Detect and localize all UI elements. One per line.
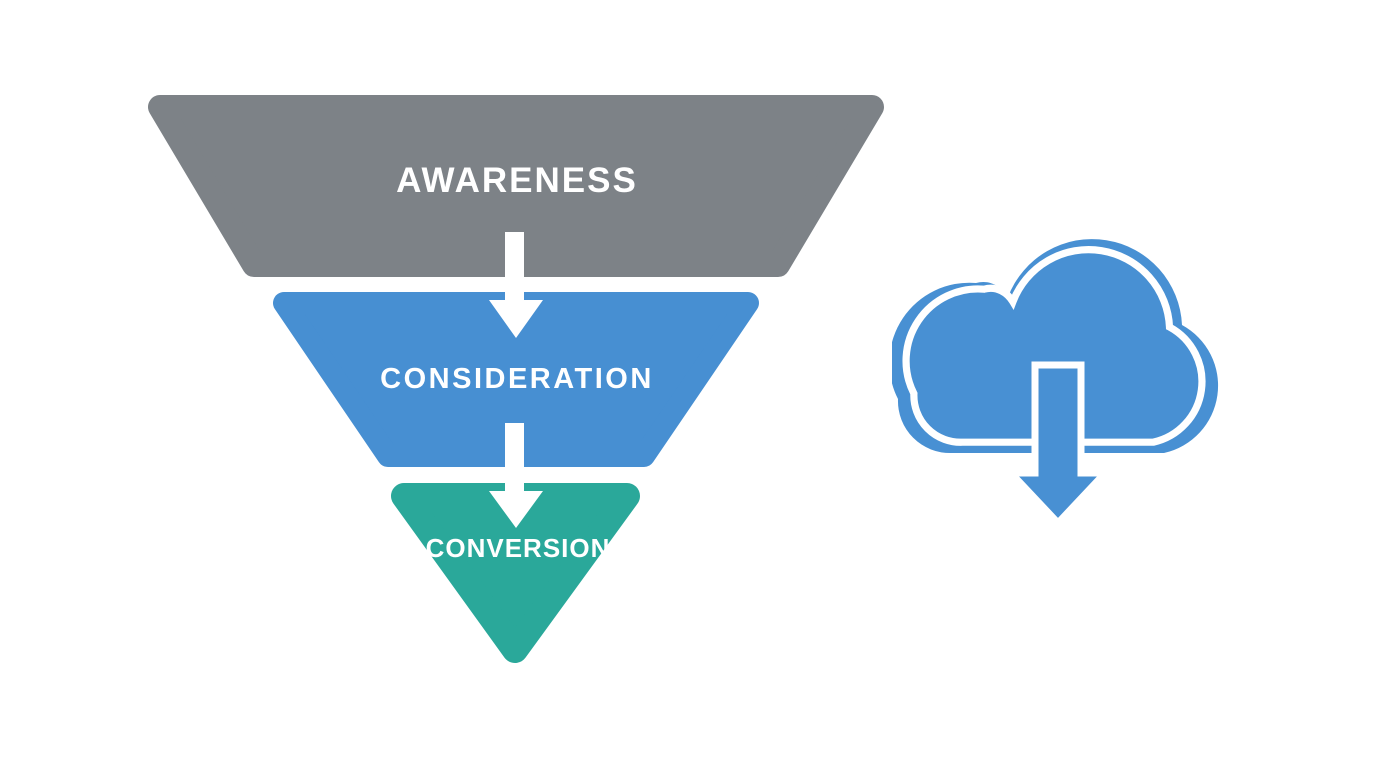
funnel-stage-awareness	[148, 95, 884, 277]
cloud-inner-outline	[902, 246, 1206, 446]
conversion-label: CONVERSION	[426, 533, 611, 563]
consideration-label: CONSIDERATION	[380, 363, 654, 395]
down-arrow-connector-2	[489, 423, 543, 528]
awareness-label: AWARENESS	[396, 161, 638, 200]
cloud-download-icon	[892, 239, 1219, 529]
download-arrow-icon	[1002, 361, 1114, 529]
funnel-stage-consideration	[273, 292, 759, 467]
down-arrow-connector-1	[489, 232, 543, 338]
